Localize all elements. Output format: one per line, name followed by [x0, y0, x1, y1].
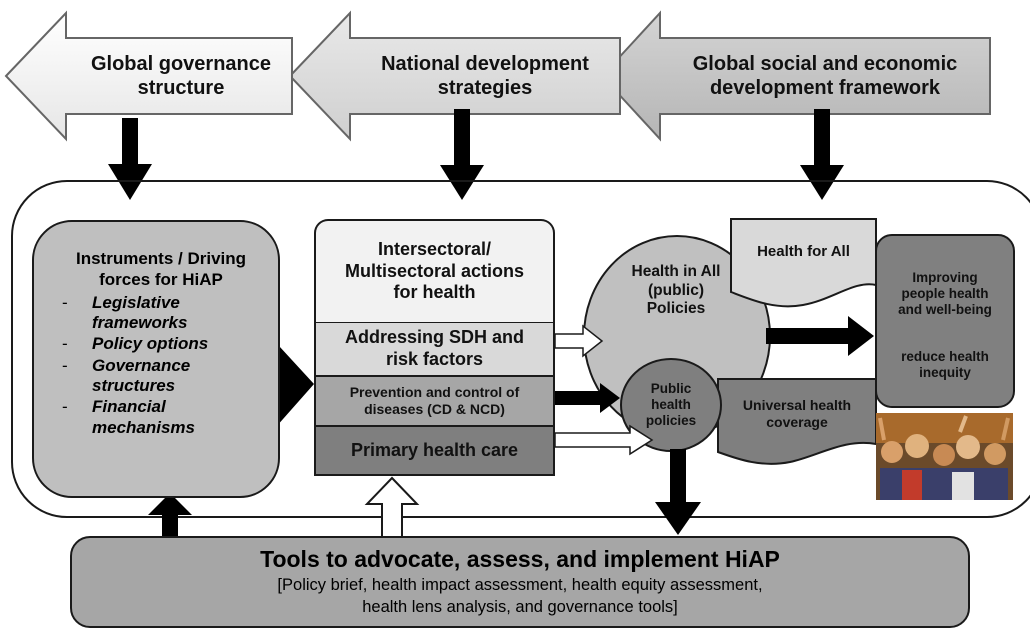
actions-header: Intersectoral/ Multisectoral actions for… [314, 219, 555, 323]
instrument-item-financial: Financial mechanisms [58, 397, 264, 438]
label-national-strategies: National development strategies [381, 53, 589, 99]
arrow-national-strategies [288, 10, 621, 142]
arrow-prevention-to-public-health [555, 383, 620, 413]
down-arrow-national [440, 109, 484, 200]
tools-box: Tools to advocate, assess, and implement… [70, 536, 970, 628]
health-for-all-shape [730, 218, 877, 308]
band-primary-care: Primary health care [314, 426, 555, 476]
actions-header-text: Intersectoral/ Multisectoral actions for… [344, 239, 525, 303]
instrument-item-legislative: Legislative frameworks [58, 293, 264, 334]
crowd-photo [876, 413, 1013, 500]
arrow-sdh-to-hiap [554, 324, 604, 358]
up-arrow-tools-to-instruments [148, 493, 192, 539]
instruments-box: Instruments / Driving forces for HiAP Le… [32, 220, 280, 498]
outcome-box [875, 234, 1015, 408]
instruments-title: Instruments / Driving forces for HiAP [75, 249, 247, 290]
public-health-label: Public health policies [645, 380, 697, 429]
instruments-list: Legislative frameworks Policy options Go… [58, 293, 264, 439]
uhc-shape [717, 378, 877, 465]
down-arrow-public-health-to-tools [655, 449, 701, 535]
uhc-label: Universal health coverage [742, 397, 852, 430]
outcome-improving: Improving people health and well-being [898, 269, 992, 318]
tools-description: [Policy brief, health impact assessment,… [277, 575, 763, 616]
label-global-governance: Global governance structure [90, 53, 272, 99]
outer-frame [11, 180, 1030, 518]
up-arrow-tools-to-actions [364, 476, 420, 539]
tools-title: Tools to advocate, assess, and implement… [260, 545, 780, 572]
hiap-label: Health in All (public) Policies [631, 263, 721, 318]
arrow-phc-to-public-health [554, 424, 654, 456]
health-for-all-label: Health for All [757, 243, 850, 260]
instrument-item-governance: Governance structures [58, 356, 264, 397]
arrow-global-social-framework [600, 10, 991, 142]
arrow-global-governance [4, 10, 293, 142]
down-arrow-governance [108, 118, 152, 200]
instrument-item-policy-options: Policy options [58, 334, 264, 355]
band-sdh: Addressing SDH and risk factors [314, 322, 555, 377]
label-global-framework: Global social and economic development f… [692, 53, 958, 99]
tools-content: Tools to advocate, assess, and implement… [72, 538, 968, 626]
arrow-hiap-to-outcome [766, 316, 874, 356]
outcome-reduce: reduce health inequity [901, 348, 989, 380]
band-prevention: Prevention and control of diseases (CD &… [314, 376, 555, 427]
down-arrow-framework [800, 109, 844, 200]
